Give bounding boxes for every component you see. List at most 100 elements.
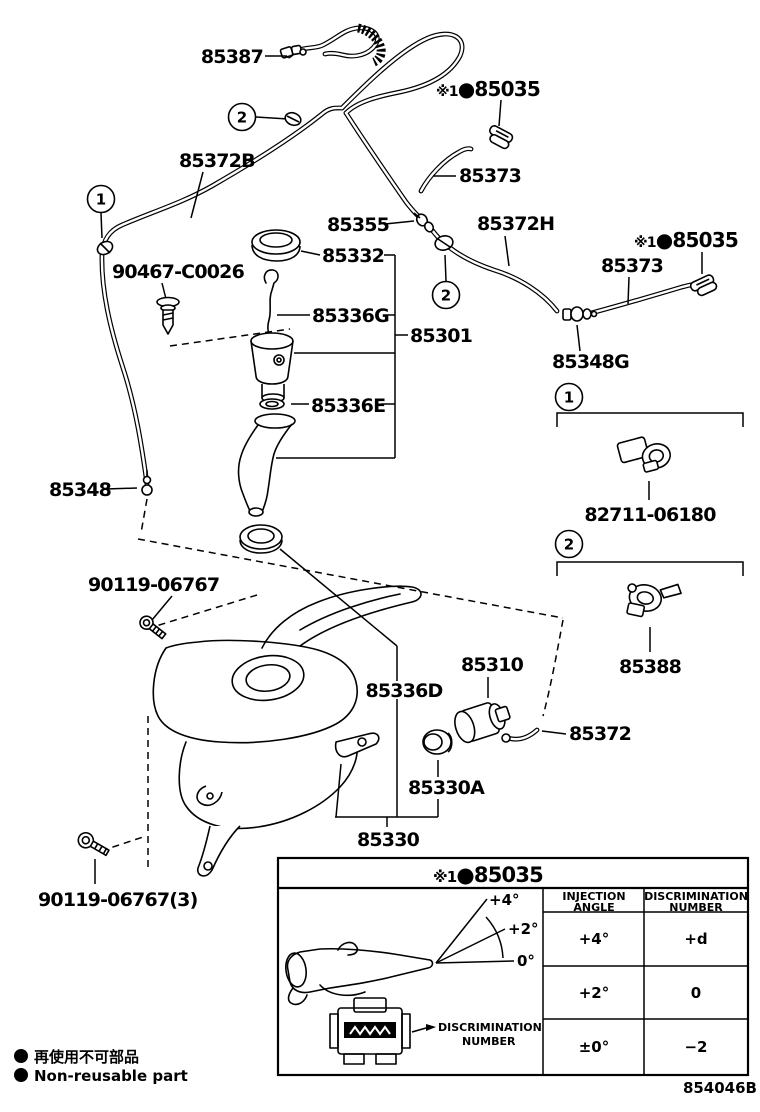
part-label-85372: 85372 (569, 723, 631, 745)
nozzle-illustration: +4° +2° 0° (285, 891, 539, 1006)
part-label-85336G: 85336G (312, 305, 389, 327)
grommet-85330A-drawing (422, 729, 453, 755)
ref-marker: ※1 (634, 235, 656, 251)
joint-85355-drawing (413, 212, 435, 233)
part-label-85310: 85310 (461, 654, 524, 676)
cell-number-2: 0 (691, 984, 701, 1002)
spec-table: ※1●85035 INJECTION ANGLE DISCRIMINATION … (276, 856, 750, 1077)
part-label-90119-06767-3: 90119-06767(3) (38, 889, 198, 911)
callout-1-bracket (556, 412, 744, 427)
cell-number-3: −2 (684, 1038, 707, 1056)
part-label-85372H: 85372H (477, 213, 554, 235)
ref-number: ●85035 (656, 228, 738, 252)
part-label-85348G: 85348G (552, 351, 629, 373)
figure-number: 854046B (683, 1079, 757, 1097)
construction-lines (100, 328, 564, 872)
non-reusable-bullet-icon (14, 1049, 28, 1063)
part-label-85372B: 85372B (179, 150, 255, 172)
callout-2-right: 2 (554, 529, 584, 559)
tank-arm (261, 585, 422, 649)
tank-ear-right (334, 732, 380, 758)
pump-85310-drawing (454, 702, 511, 744)
part-label-85035-right: ※1●85035 (634, 228, 738, 252)
note-discrimination-1: DISCRIMINATION (438, 1021, 542, 1034)
callout-number: 1 (96, 191, 106, 209)
hose-clip-mid (434, 235, 454, 251)
hose-end-connector (279, 44, 307, 59)
note-discrimination-2: NUMBER (462, 1035, 516, 1048)
cell-angle-1: +4° (579, 930, 610, 948)
cell-angle-2: +2° (579, 984, 610, 1002)
callout-1-right: 1 (554, 382, 584, 412)
angle-label-zero: 0° (517, 952, 535, 970)
part-label-85388: 85388 (619, 656, 682, 678)
callout-2-top: 2 (227, 102, 257, 132)
angle-label-plus4: +4° (489, 891, 520, 909)
ref-marker: ※1 (433, 868, 457, 886)
grommet-85336D-drawing (239, 524, 283, 554)
screw-90119-bottom-drawing (77, 831, 110, 857)
legend-jp: 再使用不可部品 (34, 1048, 139, 1066)
tank-artwork (152, 585, 422, 877)
ref-number: ●85035 (456, 863, 543, 887)
pump-artwork (422, 702, 511, 755)
cap-85332-drawing (251, 229, 301, 262)
callout-2-mid: 2 (431, 280, 461, 310)
col-header-injection-angle-1: INJECTION (562, 890, 625, 903)
tank-ear-left (196, 785, 223, 807)
part-label-82711-06180: 82711-06180 (584, 504, 716, 526)
part-label-85035-top: ※1●85035 (436, 77, 540, 101)
inlet-tube-drawing (237, 413, 296, 517)
col-header-injection-angle-2: ANGLE (573, 901, 614, 914)
callout-1-left: 1 (86, 184, 116, 214)
angle-label-plus2: +2° (508, 920, 539, 938)
part-label-90119-06767: 90119-06767 (88, 574, 219, 596)
cell-angle-3: ±0° (579, 1038, 610, 1056)
callouts: 1 2 2 1 2 (86, 102, 584, 559)
valve-85348-drawing (141, 470, 153, 496)
hose-artwork (99, 23, 702, 742)
leader-lines (94, 55, 744, 884)
hose-clip-left (96, 240, 114, 256)
tank-leg-front (196, 825, 241, 877)
table-title: ※1●85035 (433, 863, 543, 887)
part-label-85373-top: 85373 (459, 165, 521, 187)
tank-top (152, 639, 358, 744)
part-label-85330A: 85330A (408, 777, 485, 799)
inlet-assembly-artwork (237, 229, 301, 554)
callout-number: 2 (564, 536, 574, 554)
col-header-discrimination-1: DISCRIMINATION (644, 890, 748, 903)
corrugated-hose-section (356, 23, 386, 67)
part-label-90467-C0026: 90467-C0026 (112, 261, 245, 283)
strainer-cup-drawing (250, 332, 294, 403)
screw-90119-top-drawing (139, 615, 167, 640)
legend-en: Non-reusable part (34, 1067, 188, 1085)
screw-90467-drawing (156, 296, 180, 335)
cell-number-1: +d (684, 930, 707, 948)
part-label-85301: 85301 (410, 325, 472, 347)
part-label-85330: 85330 (357, 829, 420, 851)
connector-illustration: DISCRIMINATION NUMBER (329, 997, 542, 1065)
callout-number: 1 (564, 389, 574, 407)
callout-number: 2 (441, 287, 451, 305)
clip-85035-right (689, 274, 718, 297)
non-reusable-bullet-icon (14, 1068, 28, 1082)
part-label-85332: 85332 (322, 245, 384, 267)
ref-number: ●85035 (458, 77, 540, 101)
hose-clip-top (284, 111, 302, 127)
legend: 再使用不可部品 Non-reusable part (14, 1048, 188, 1085)
part-label-85373-right: 85373 (601, 255, 663, 277)
clamp-85388-drawing (626, 583, 682, 618)
small-parts-artwork (77, 111, 718, 857)
gasket-85336E-drawing (259, 398, 285, 410)
part-label-85355: 85355 (327, 214, 389, 236)
part-label-85348: 85348 (49, 479, 112, 501)
part-label-85336E: 85336E (311, 395, 385, 417)
part-label-85387: 85387 (201, 46, 263, 68)
clamp-82711-drawing (616, 436, 671, 473)
part-labels: 85387 ※1●85035 85372B 85373 85355 85372H… (38, 46, 739, 911)
callout-number: 2 (237, 109, 247, 127)
tank-body (178, 739, 358, 830)
